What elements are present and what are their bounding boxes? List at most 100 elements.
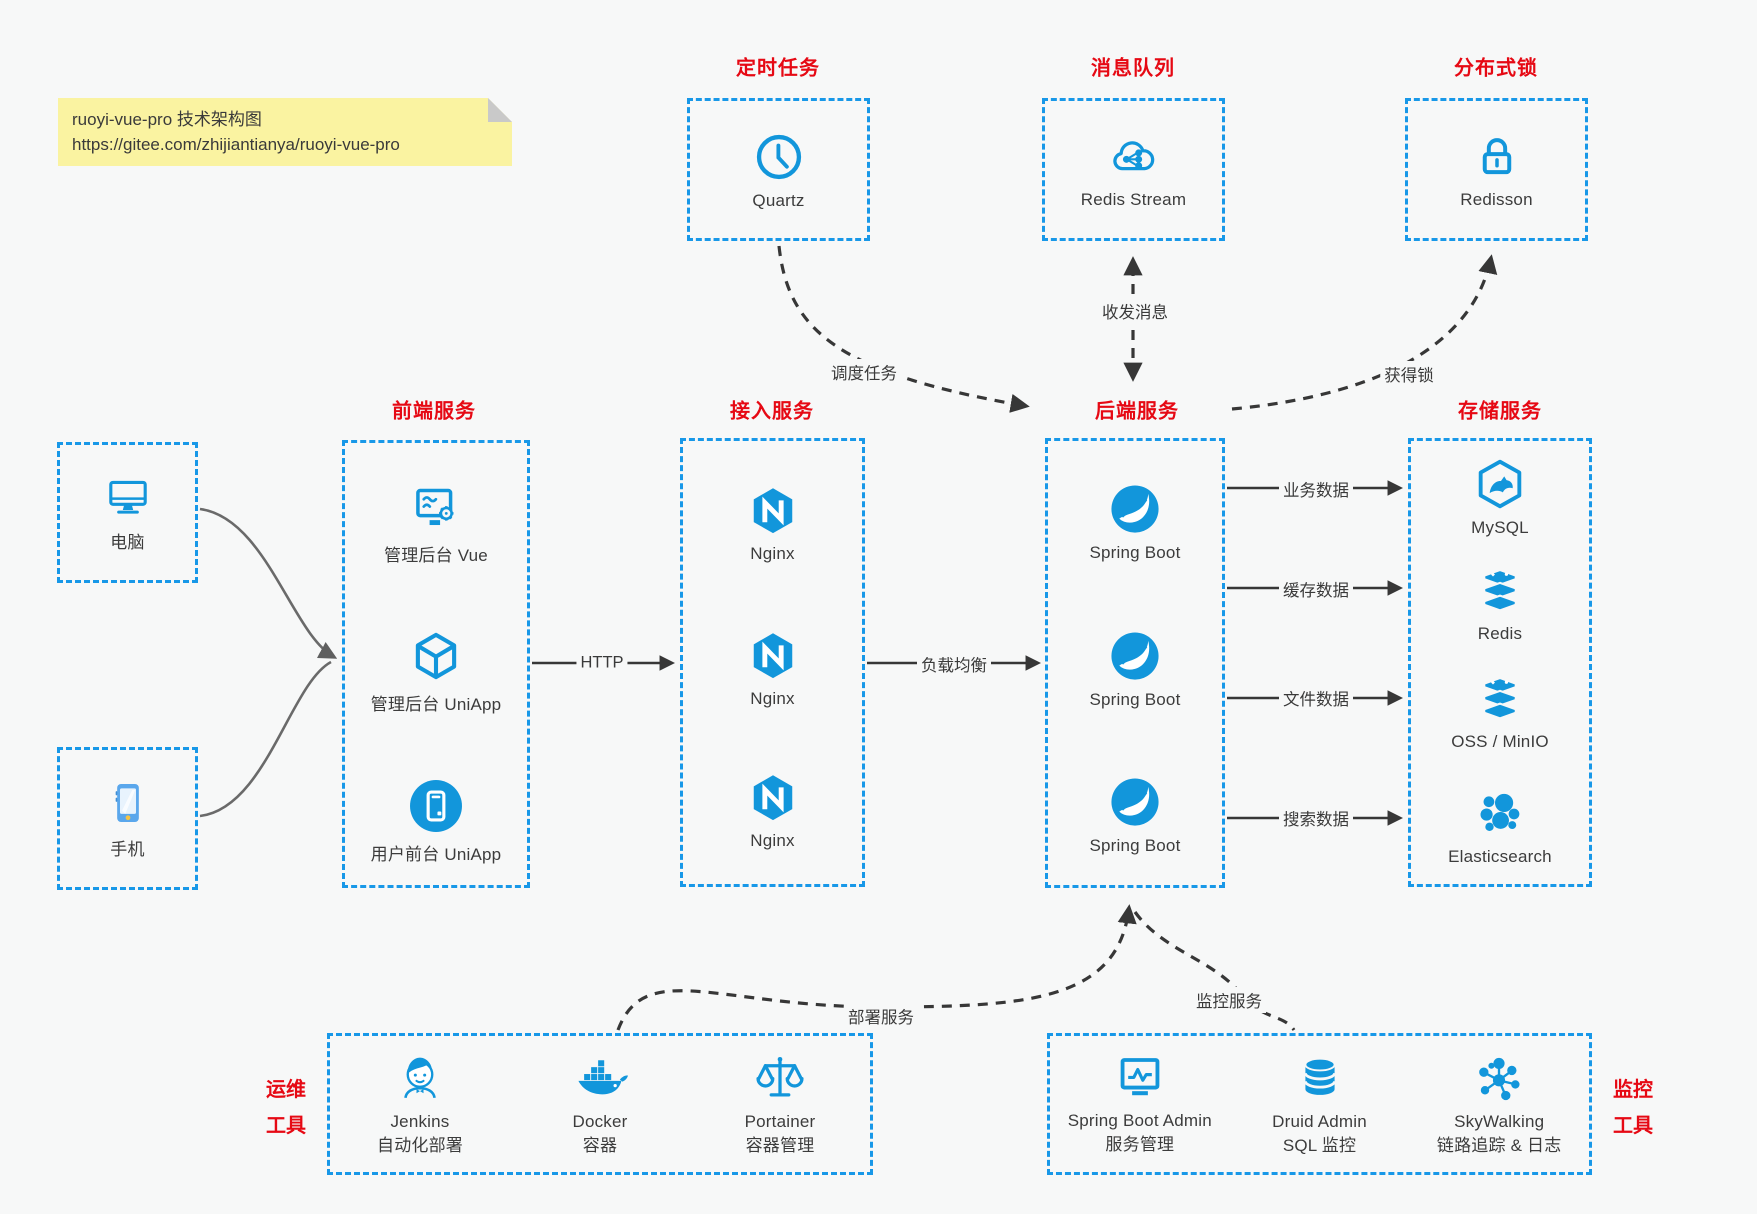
admin-vue-label: 管理后台 Vue <box>384 546 488 565</box>
docker-desc: 容器 <box>582 1136 618 1155</box>
skywalking-icon <box>1479 1058 1520 1101</box>
storage-item-mysql: MySQL <box>1411 455 1589 538</box>
phone-label: 手机 <box>110 840 145 859</box>
deploy-label: 部署服务 <box>844 1003 918 1029</box>
monitoring-tools-box: Spring Boot Admin 服务管理 Druid Admin SQL 监… <box>1047 1033 1592 1175</box>
gateway-item-nginx-3: Nginx <box>683 770 862 851</box>
portainer-icon <box>756 1057 804 1097</box>
lock-label: 获得锁 <box>1380 361 1438 387</box>
storage-item-redis: Redis <box>1411 563 1589 644</box>
sba-desc: 服务管理 <box>1105 1135 1175 1154</box>
monitoring-item-druid: Druid Admin SQL 监控 <box>1230 1050 1410 1158</box>
elasticsearch-label: Elasticsearch <box>1448 847 1552 866</box>
quartz-label: Quartz <box>752 191 805 210</box>
druid-desc: SQL 监控 <box>1282 1136 1357 1155</box>
skywalking-desc: 链路追踪 & 日志 <box>1436 1136 1562 1155</box>
monitor-label: 监控服务 <box>1192 987 1266 1013</box>
note-fold-corner <box>488 98 512 122</box>
redis-stream-label: Redis Stream <box>1080 190 1187 209</box>
pc-label: 电脑 <box>110 533 145 552</box>
section-title-message-queue: 消息队列 <box>1091 57 1175 80</box>
redis-stream-box: Redis Stream <box>1042 98 1225 241</box>
storage-item-elasticsearch: Elasticsearch <box>1411 786 1589 867</box>
elasticsearch-icon <box>1480 793 1520 832</box>
sba-name: Spring Boot Admin <box>1067 1111 1212 1131</box>
portainer-name: Portainer <box>744 1112 816 1132</box>
desktop-icon <box>108 480 147 514</box>
redis-icon <box>1483 568 1517 612</box>
backend-box: Spring Boot Spring Boot Spring Boot <box>1045 438 1225 888</box>
monitoring-item-skywalking: SkyWalking 链路追踪 & 日志 <box>1409 1050 1589 1158</box>
jenkins-icon <box>404 1057 436 1099</box>
cloud-share-icon <box>1112 141 1154 171</box>
section-title-distributed-lock: 分布式锁 <box>1454 57 1538 80</box>
ops-title-line1: 运维 <box>266 1079 306 1101</box>
redisson-box: Redisson <box>1405 98 1588 241</box>
nginx-icon <box>753 775 792 821</box>
docker-icon <box>578 1060 628 1095</box>
monitoring-title-line1: 监控 <box>1613 1079 1653 1101</box>
schedule-label: 调度任务 <box>827 359 901 385</box>
messaging-label: 收发消息 <box>1098 298 1172 324</box>
lock-curve <box>1231 254 1498 411</box>
device-to-frontend-curves <box>199 507 338 818</box>
nginx-label: Nginx <box>750 689 795 708</box>
ops-tools-box: Jenkins 自动化部署 Docker 容器 <box>327 1033 873 1175</box>
spring-icon <box>1111 485 1159 533</box>
schedule-curve <box>777 245 1030 413</box>
frontend-item-admin-vue: 管理后台 Vue <box>345 480 527 566</box>
backend-item-springboot-2: Spring Boot <box>1048 627 1222 710</box>
redisson-label: Redisson <box>1460 190 1533 209</box>
cache-data-label: 缓存数据 <box>1279 576 1353 602</box>
nginx-label: Nginx <box>750 831 795 850</box>
oss-icon <box>1483 676 1517 720</box>
gateway-item-nginx-1: Nginx <box>683 483 862 564</box>
user-uniapp-label: 用户前台 UniApp <box>370 845 502 864</box>
nginx-icon <box>753 633 792 679</box>
search-data-label: 搜索数据 <box>1279 805 1353 831</box>
ops-item-jenkins: Jenkins 自动化部署 <box>330 1050 510 1158</box>
note-title: ruoyi-vue-pro 技术架构图 <box>72 110 262 129</box>
nginx-icon <box>753 488 792 534</box>
ops-item-docker: Docker 容器 <box>510 1050 690 1158</box>
admin-uniapp-label: 管理后台 UniApp <box>370 695 502 714</box>
section-title-backend: 后端服务 <box>1095 400 1179 423</box>
springboot-label: Spring Boot <box>1089 690 1181 709</box>
backend-item-springboot-3: Spring Boot <box>1048 773 1222 856</box>
monitoring-item-sba: Spring Boot Admin 服务管理 <box>1050 1051 1230 1157</box>
spring-icon <box>1111 778 1159 826</box>
backend-item-springboot-1: Spring Boot <box>1048 480 1222 563</box>
redis-label: Redis <box>1477 624 1523 643</box>
http-label: HTTP <box>576 652 628 674</box>
sticky-note: ruoyi-vue-pro 技术架构图 https://gitee.com/zh… <box>58 98 512 166</box>
spring-boot-admin-icon <box>1120 1058 1160 1096</box>
section-title-scheduled-jobs: 定时任务 <box>736 57 820 80</box>
frontend-item-user-uniapp: 用户前台 UniApp <box>345 777 527 865</box>
jenkins-desc: 自动化部署 <box>377 1136 463 1155</box>
druid-icon <box>1303 1058 1336 1096</box>
section-title-frontend: 前端服务 <box>392 400 476 423</box>
load-balancing-label: 负载均衡 <box>917 651 991 677</box>
skywalking-name: SkyWalking <box>1454 1112 1545 1132</box>
frontend-box: 管理后台 Vue 管理后台 UniApp 用户前台 UniApp <box>342 440 530 888</box>
gateway-item-nginx-2: Nginx <box>683 628 862 709</box>
section-title-monitoring-tools: 监控 工具 <box>1605 1072 1661 1144</box>
smartphone-icon <box>115 784 139 822</box>
monitoring-title-line2: 工具 <box>1613 1115 1653 1137</box>
storage-box: MySQL Redis <box>1408 438 1592 887</box>
section-title-gateway: 接入服务 <box>730 400 814 423</box>
springboot-label: Spring Boot <box>1089 836 1181 855</box>
mysql-icon <box>1478 459 1522 509</box>
pc-box: 电脑 <box>57 442 198 583</box>
gateway-box: Nginx Nginx Nginx <box>680 438 865 887</box>
jenkins-name: Jenkins <box>390 1112 450 1132</box>
portainer-desc: 容器管理 <box>745 1136 815 1155</box>
storage-item-oss: OSS / MinIO <box>1411 671 1589 752</box>
lock-icon <box>1482 138 1511 175</box>
note-url: https://gitee.com/zhijiantianya/ruoyi-vu… <box>72 135 400 154</box>
phone-box: 手机 <box>57 747 198 890</box>
business-data-label: 业务数据 <box>1279 476 1353 502</box>
uniapp-cube-icon <box>415 632 457 680</box>
ops-title-line2: 工具 <box>266 1115 306 1137</box>
